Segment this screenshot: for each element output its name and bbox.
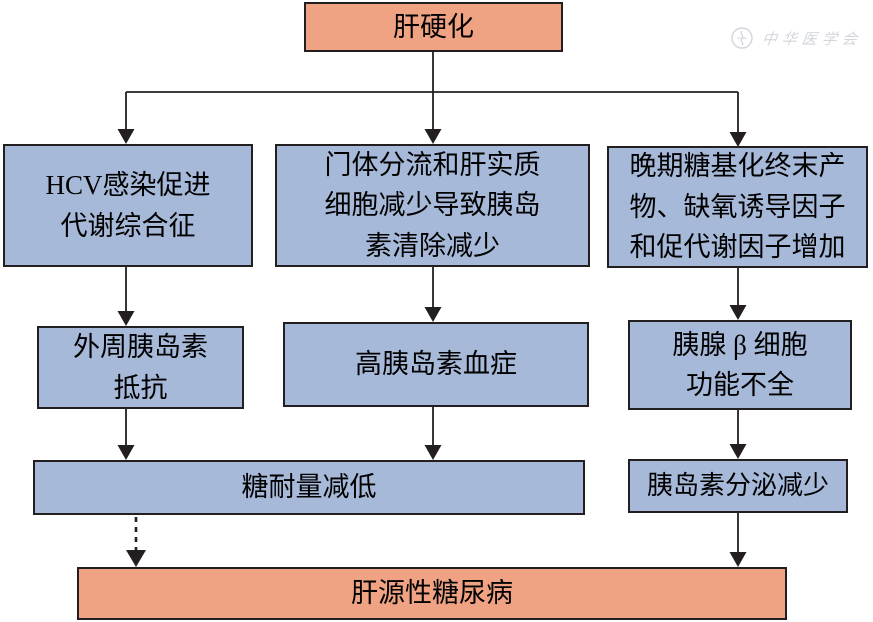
node-label: 肝硬化 bbox=[393, 11, 474, 42]
node-label: 和促代谢因子增加 bbox=[629, 232, 846, 263]
node-label: 高胰岛素血症 bbox=[355, 349, 517, 379]
node-reduced-insulin-secretion: 胰岛素分泌减少 bbox=[628, 459, 848, 513]
watermark-text: 中华医学会 bbox=[760, 31, 863, 48]
node-age-hypoxia-factors: 晚期糖基化终末产 物、缺氧诱导因子 和促代谢因子增加 bbox=[607, 146, 868, 268]
node-beta-cell-dysfunction: 胰腺 β 细胞 功能不全 bbox=[628, 320, 852, 410]
node-impaired-glucose-tolerance: 糖耐量减低 bbox=[33, 460, 585, 515]
node-peripheral-insulin-resistance: 外周胰岛素 抵抗 bbox=[37, 326, 244, 409]
node-label: 糖耐量减低 bbox=[241, 472, 377, 502]
node-hcv-metabolic-syndrome: HCV感染促进 代谢综合征 bbox=[3, 144, 253, 267]
node-label: 胰岛素分泌减少 bbox=[646, 471, 829, 500]
node-label: 抵抗 bbox=[113, 372, 168, 403]
node-portosystemic-shunt: 门体分流和肝实质 细胞减少导致胰岛 素清除减少 bbox=[275, 144, 590, 267]
watermark: 中华医学会 bbox=[730, 18, 870, 58]
node-label: 功能不全 bbox=[686, 370, 794, 400]
node-hepatogenous-diabetes: 肝源性糖尿病 bbox=[77, 567, 787, 620]
node-label: 门体分流和肝实质 bbox=[324, 149, 541, 180]
node-label: 代谢综合征 bbox=[60, 210, 196, 241]
node-hyperinsulinemia: 高胰岛素血症 bbox=[283, 322, 589, 407]
node-label: HCV感染促进 bbox=[45, 170, 211, 200]
node-liver-cirrhosis: 肝硬化 bbox=[304, 2, 563, 52]
node-label: 物、缺氧诱导因子 bbox=[629, 191, 846, 222]
node-label: 素清除减少 bbox=[365, 230, 500, 261]
node-label: 外周胰岛素 bbox=[73, 332, 208, 362]
cma-emblem-icon bbox=[730, 26, 754, 50]
node-label: 细胞减少导致胰岛 bbox=[324, 190, 541, 221]
node-label: 肝源性糖尿病 bbox=[351, 578, 513, 608]
node-label: 胰腺 β 细胞 bbox=[672, 329, 808, 360]
node-label: 晚期糖基化终末产 bbox=[629, 151, 846, 182]
